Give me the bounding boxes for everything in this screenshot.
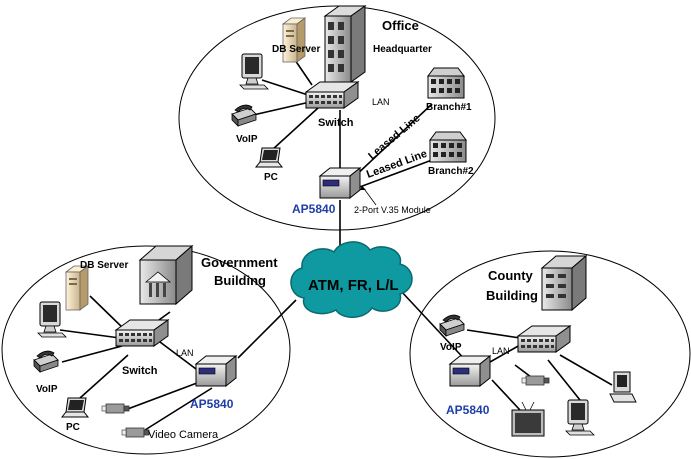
office-voip-label: VoIP bbox=[236, 134, 258, 145]
government-title-line2: Building bbox=[214, 273, 266, 288]
county-model-label: AP5840 bbox=[446, 403, 490, 417]
cloud-label: ATM, FR, L/L bbox=[308, 277, 399, 294]
gov-voip-label: VoIP bbox=[36, 384, 58, 395]
gov-db-server-label: DB Server bbox=[80, 260, 128, 271]
county-voip-label: VoIP bbox=[440, 342, 462, 353]
building-icon bbox=[427, 67, 465, 99]
office-pc-label: PC bbox=[264, 172, 278, 183]
office-lan-label: LAN bbox=[372, 97, 390, 107]
monitor-icon bbox=[37, 301, 67, 338]
building-icon bbox=[323, 5, 367, 83]
county-zone bbox=[409, 250, 691, 458]
government-title-line1: Government bbox=[201, 255, 278, 270]
gov-lan-label: LAN bbox=[176, 348, 194, 358]
branch2-label: Branch#2 bbox=[428, 166, 474, 177]
cloud-icon bbox=[290, 241, 413, 318]
router-icon bbox=[449, 355, 491, 387]
router-icon bbox=[319, 167, 361, 199]
laptop-icon bbox=[255, 147, 283, 168]
branch1-label: Branch#1 bbox=[426, 102, 472, 113]
office-zone bbox=[178, 5, 496, 231]
county-title-line2: Building bbox=[486, 288, 538, 303]
gov-pc-label: PC bbox=[66, 422, 80, 433]
office-switch-label: Switch bbox=[318, 117, 354, 129]
switch-icon bbox=[115, 319, 169, 347]
monitor-icon bbox=[239, 53, 269, 90]
building-icon bbox=[540, 254, 588, 312]
monitor-icon bbox=[609, 371, 637, 403]
phone-icon bbox=[231, 104, 257, 127]
office-model-label: AP5840 bbox=[292, 202, 336, 216]
module-label: 2-Port V.35 Module bbox=[354, 205, 431, 215]
server-icon bbox=[65, 265, 89, 311]
building-icon bbox=[138, 244, 194, 306]
switch-icon bbox=[517, 325, 571, 353]
county-lan-label: LAN bbox=[492, 346, 510, 356]
office-title: Office bbox=[382, 18, 419, 33]
office-db-server-label: DB Server bbox=[272, 44, 320, 55]
phone-icon bbox=[439, 314, 465, 337]
laptop-icon bbox=[61, 397, 89, 418]
switch-icon bbox=[305, 81, 359, 109]
county-title-line1: County bbox=[488, 268, 534, 283]
gov-model-label: AP5840 bbox=[190, 397, 234, 411]
monitor-icon bbox=[565, 399, 595, 436]
government-zone bbox=[1, 245, 291, 455]
gov-switch-label: Switch bbox=[122, 365, 158, 377]
module-pointer-head bbox=[360, 186, 366, 190]
camera-icon bbox=[101, 403, 130, 414]
router-icon bbox=[195, 355, 237, 387]
connection-lines bbox=[59, 49, 613, 431]
camera-icon bbox=[521, 375, 550, 386]
building-icon bbox=[429, 131, 467, 163]
phone-icon bbox=[33, 350, 59, 373]
tv-icon bbox=[511, 401, 545, 437]
video-camera-label: Video Camera bbox=[148, 429, 219, 441]
headquarter-label: Headquarter bbox=[373, 44, 432, 55]
server-icon bbox=[282, 17, 306, 63]
